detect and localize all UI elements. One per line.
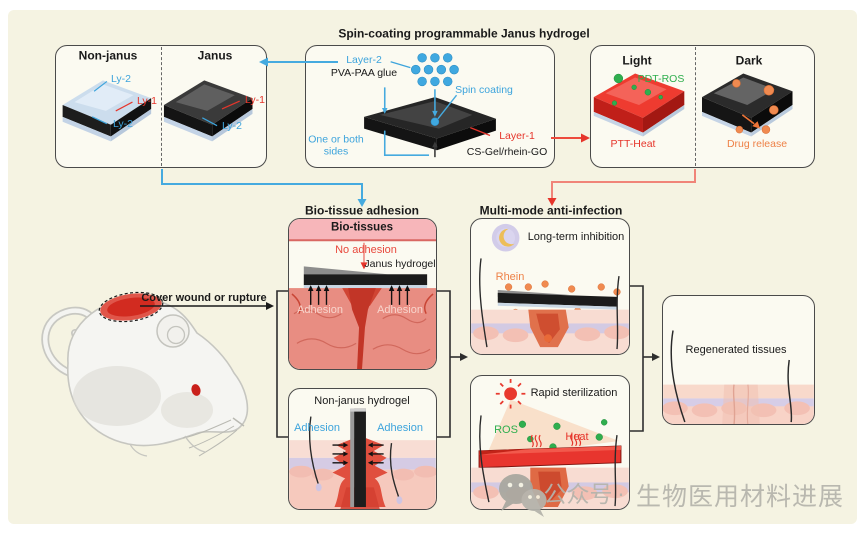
hairs [308,416,401,500]
no-adhesion-label: No adhesion [335,243,397,256]
ly1-label-nonjanus: Ly-1 [136,95,158,108]
follicle-right [396,496,403,505]
hairs [670,330,793,423]
ly2-bottom-label-janus: Ly-2 [221,120,243,133]
glue-label: PVA-PAA glue [330,67,398,80]
bio-tissues-band [289,219,436,240]
heat-waves [530,433,582,448]
spin-drop [430,117,440,126]
vertical-slab [350,408,366,508]
janus-hydrogel-label: Janus hydrogel [364,258,436,271]
layer1-slab-illustration [364,97,496,151]
dark-slab-illustration [702,73,793,137]
layer2-leader-line [390,61,411,69]
janus-comparison-art [62,80,253,142]
light-dark-art [593,73,793,137]
light-dark-box [590,45,815,168]
pdt-ros-label: PDT-ROS [637,73,685,86]
drug-release-label: Drug release [726,138,788,151]
adhesion-left-label: Adhesion [297,303,343,316]
layer1-label: Layer-1 [499,130,535,143]
spin-coating-box [305,45,555,168]
heated-slab [478,445,622,469]
ptt-slab-illustration [593,73,685,137]
moon-icon [491,223,520,252]
long-term-art [471,223,629,354]
coating-arrows [381,87,458,156]
bio-adhesion-box [288,218,437,370]
ros-label: ROS [494,423,518,436]
light-cone [484,399,619,459]
adhesion-up-arrows [307,285,411,305]
rhein-label: Rhein [495,270,525,283]
bio-adhesion-art [289,219,436,369]
non-janus-hydrogel-label: Non-janus hydrogel [314,394,410,407]
layer1-leader-line [470,127,491,137]
nj-adhesion-left-label: Adhesion [294,421,340,434]
drug-release-arrow [741,114,761,129]
rapid-sterilization-label: Rapid sterilization [530,386,618,399]
ly2-top-label: Ly-2 [110,73,132,86]
regenerated-box [662,295,815,425]
light-dark-divider [695,47,696,166]
lateral-adhesion-arrows [332,442,384,466]
cover-wound-caption: Cover wound or rupture [141,291,267,304]
layer2-label: Layer-2 [346,54,382,67]
ly1-label-janus: Ly-1 [244,94,266,107]
regenerated-art [663,330,814,424]
one-or-both-sides-label: One or both sides [308,133,364,157]
light-header: Light [622,53,652,68]
non-janus-art [289,408,436,509]
underside-arrow [432,141,438,158]
sun-icon [495,378,526,409]
ptt-heat-label: PTT-Heat [610,138,656,151]
watermark-separator: · [617,480,625,507]
skin-layers [471,309,629,354]
regenerated-tissues-label: Regenerated tissues [685,343,787,356]
layer1-material-label: CS-Gel/rhein-GO [466,146,548,159]
non-janus-box [288,388,437,510]
spin-coating-art [364,53,496,158]
janus-header: Janus [197,48,233,63]
janus-slab-illustration [163,80,253,142]
watermark-name: 生物医用材料进展 [635,483,845,511]
follicle-left [315,483,322,492]
long-term-label: Long-term inhibition [527,230,625,243]
heat-label: Heat [565,430,589,443]
antiinfection-section-title: Multi-mode anti-infection [479,203,623,218]
bio-tissues-label: Bio-tissues [331,221,393,234]
adhesion-right-label: Adhesion [377,303,423,316]
ros-dots [611,73,663,106]
dark-header: Dark [735,53,763,68]
janus-slab-flat [497,289,618,310]
drug-dots [732,79,779,134]
figure-title: Spin-coating programmable Janus hydrogel [338,26,590,41]
watermark-account: 公众号 [543,481,613,508]
wounded-tissue [289,288,436,369]
spin-coating-label: Spin coating [455,84,513,97]
non-janus-slab-illustration [62,80,152,142]
long-term-box [470,218,630,355]
nj-adhesion-right-label: Adhesion [377,421,423,434]
glue-droplets [411,53,459,87]
adhesion-section-title: Bio-tissue adhesion [304,203,420,218]
janus-box-divider [161,47,162,166]
no-adhesion-arrow [360,242,368,270]
ly2-bottom-label-nonjanus: Ly-2 [112,118,134,131]
non-janus-header: Non-janus [78,48,138,63]
hairs [479,258,620,350]
healed-skin-layers [663,384,814,424]
hairs [479,415,618,507]
